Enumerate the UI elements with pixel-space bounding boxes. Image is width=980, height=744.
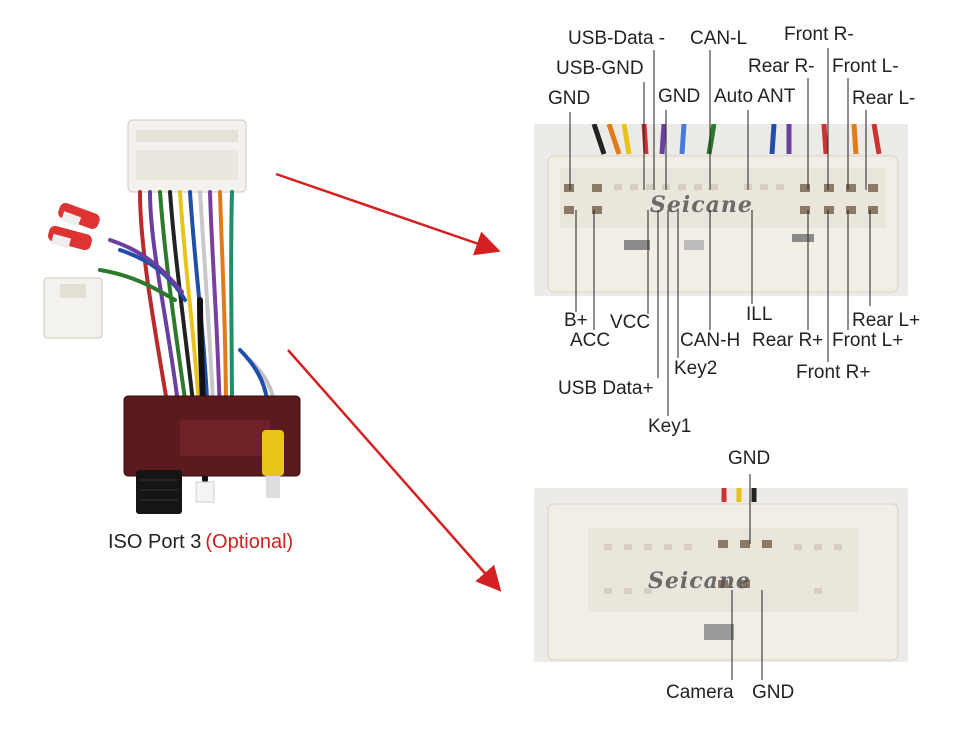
label-gnd-mid: GND xyxy=(658,86,701,107)
bottom-watermark: Seicane xyxy=(648,568,751,594)
label-gnd-top: GND xyxy=(728,448,771,469)
arrow-to-top-connector xyxy=(275,172,501,256)
label-front-l-plus: Front L+ xyxy=(832,330,904,351)
label-b-plus: B+ xyxy=(564,310,588,331)
label-key2: Key2 xyxy=(674,358,718,379)
label-rear-l-plus: Rear L+ xyxy=(852,310,921,331)
arrow-to-bottom-connector xyxy=(287,349,502,592)
label-can-l: CAN-L xyxy=(690,28,748,49)
top-connector-photo: Seicane xyxy=(534,124,908,296)
label-key1: Key1 xyxy=(648,416,692,437)
label-usb-gnd: USB-GND xyxy=(556,58,644,79)
label-front-r-minus: Front R- xyxy=(784,24,854,45)
label-usb-data-minus: USB-Data - xyxy=(568,28,666,49)
label-vcc: VCC xyxy=(610,312,651,333)
label-gnd-bottom: GND xyxy=(752,682,795,703)
label-acc: ACC xyxy=(570,330,611,351)
caption-title: ISO Port 3 xyxy=(108,531,202,553)
harness-caption: ISO Port 3(Optional) xyxy=(108,531,293,554)
top-watermark: Seicane xyxy=(650,192,753,218)
bottom-connector-photo: Seicane xyxy=(534,488,908,662)
label-can-h: CAN-H xyxy=(680,330,741,351)
bottom-connector-shape xyxy=(547,488,899,661)
label-usb-data-plus: USB Data+ xyxy=(558,378,654,399)
label-auto-ant: Auto ANT xyxy=(714,86,796,107)
label-camera: Camera xyxy=(666,682,734,703)
label-rear-l-minus: Rear L- xyxy=(852,88,916,109)
caption-optional: (Optional) xyxy=(205,531,294,553)
label-rear-r-plus: Rear R+ xyxy=(752,330,824,351)
label-front-l-minus: Front L- xyxy=(832,56,899,77)
label-rear-r-minus: Rear R- xyxy=(748,56,815,77)
top-connector-shape xyxy=(547,124,899,293)
label-ill: ILL xyxy=(746,304,773,325)
label-front-r-plus: Front R+ xyxy=(796,362,871,383)
label-gnd-left: GND xyxy=(548,88,591,109)
